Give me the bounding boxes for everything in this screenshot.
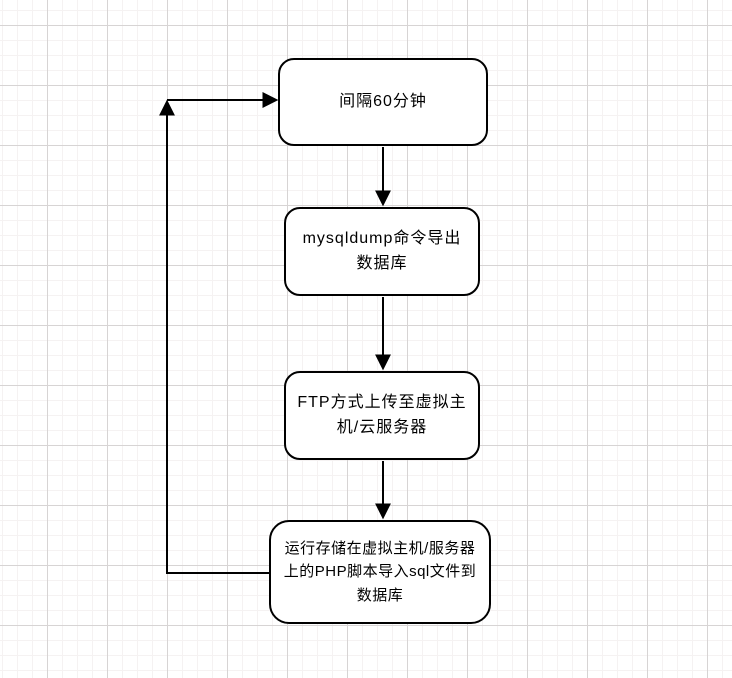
flow-node-mysqldump: mysqldump命令导出数据库	[284, 207, 480, 296]
flow-node-mysqldump-label: mysqldump命令导出数据库	[302, 229, 462, 272]
flow-node-interval-label: 间隔60分钟	[339, 92, 427, 110]
flow-node-ftp-upload: FTP方式上传至虚拟主机/云服务器	[284, 371, 480, 460]
flow-node-php-import: 运行存储在虚拟主机/服务器上的PHP脚本导入sql文件到数据库	[269, 520, 491, 624]
flow-node-interval: 间隔60分钟	[278, 58, 488, 146]
flow-node-ftp-upload-label: FTP方式上传至虚拟主机/云服务器	[297, 393, 467, 436]
flow-node-php-import-label: 运行存储在虚拟主机/服务器上的PHP脚本导入sql文件到数据库	[283, 540, 477, 604]
edge-php-import-loop-up	[159, 99, 269, 574]
